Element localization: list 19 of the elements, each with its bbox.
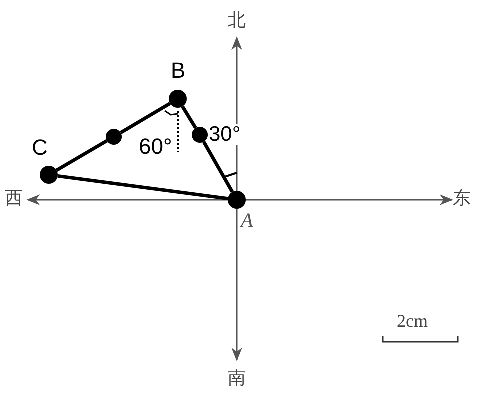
direction-label: 西 [5,190,23,208]
point-dot [228,191,246,209]
point-label: C [32,137,48,159]
line-segment [58,174,228,201]
direction-label: 东 [453,190,471,208]
line-segment [202,141,234,194]
line-segment [56,140,108,172]
direction-label: 北 [228,12,246,30]
line-segment [120,102,172,134]
angle-label: 30° [209,124,241,145]
point-label: B [171,60,186,82]
point-dot [106,129,122,145]
point-dot [192,127,208,143]
point-dot [169,90,187,108]
scale-label: 2cm [397,312,428,330]
point-label: A [241,211,254,231]
direction-label: 南 [228,370,246,388]
line-segment [181,106,198,130]
point-dot [40,166,58,184]
